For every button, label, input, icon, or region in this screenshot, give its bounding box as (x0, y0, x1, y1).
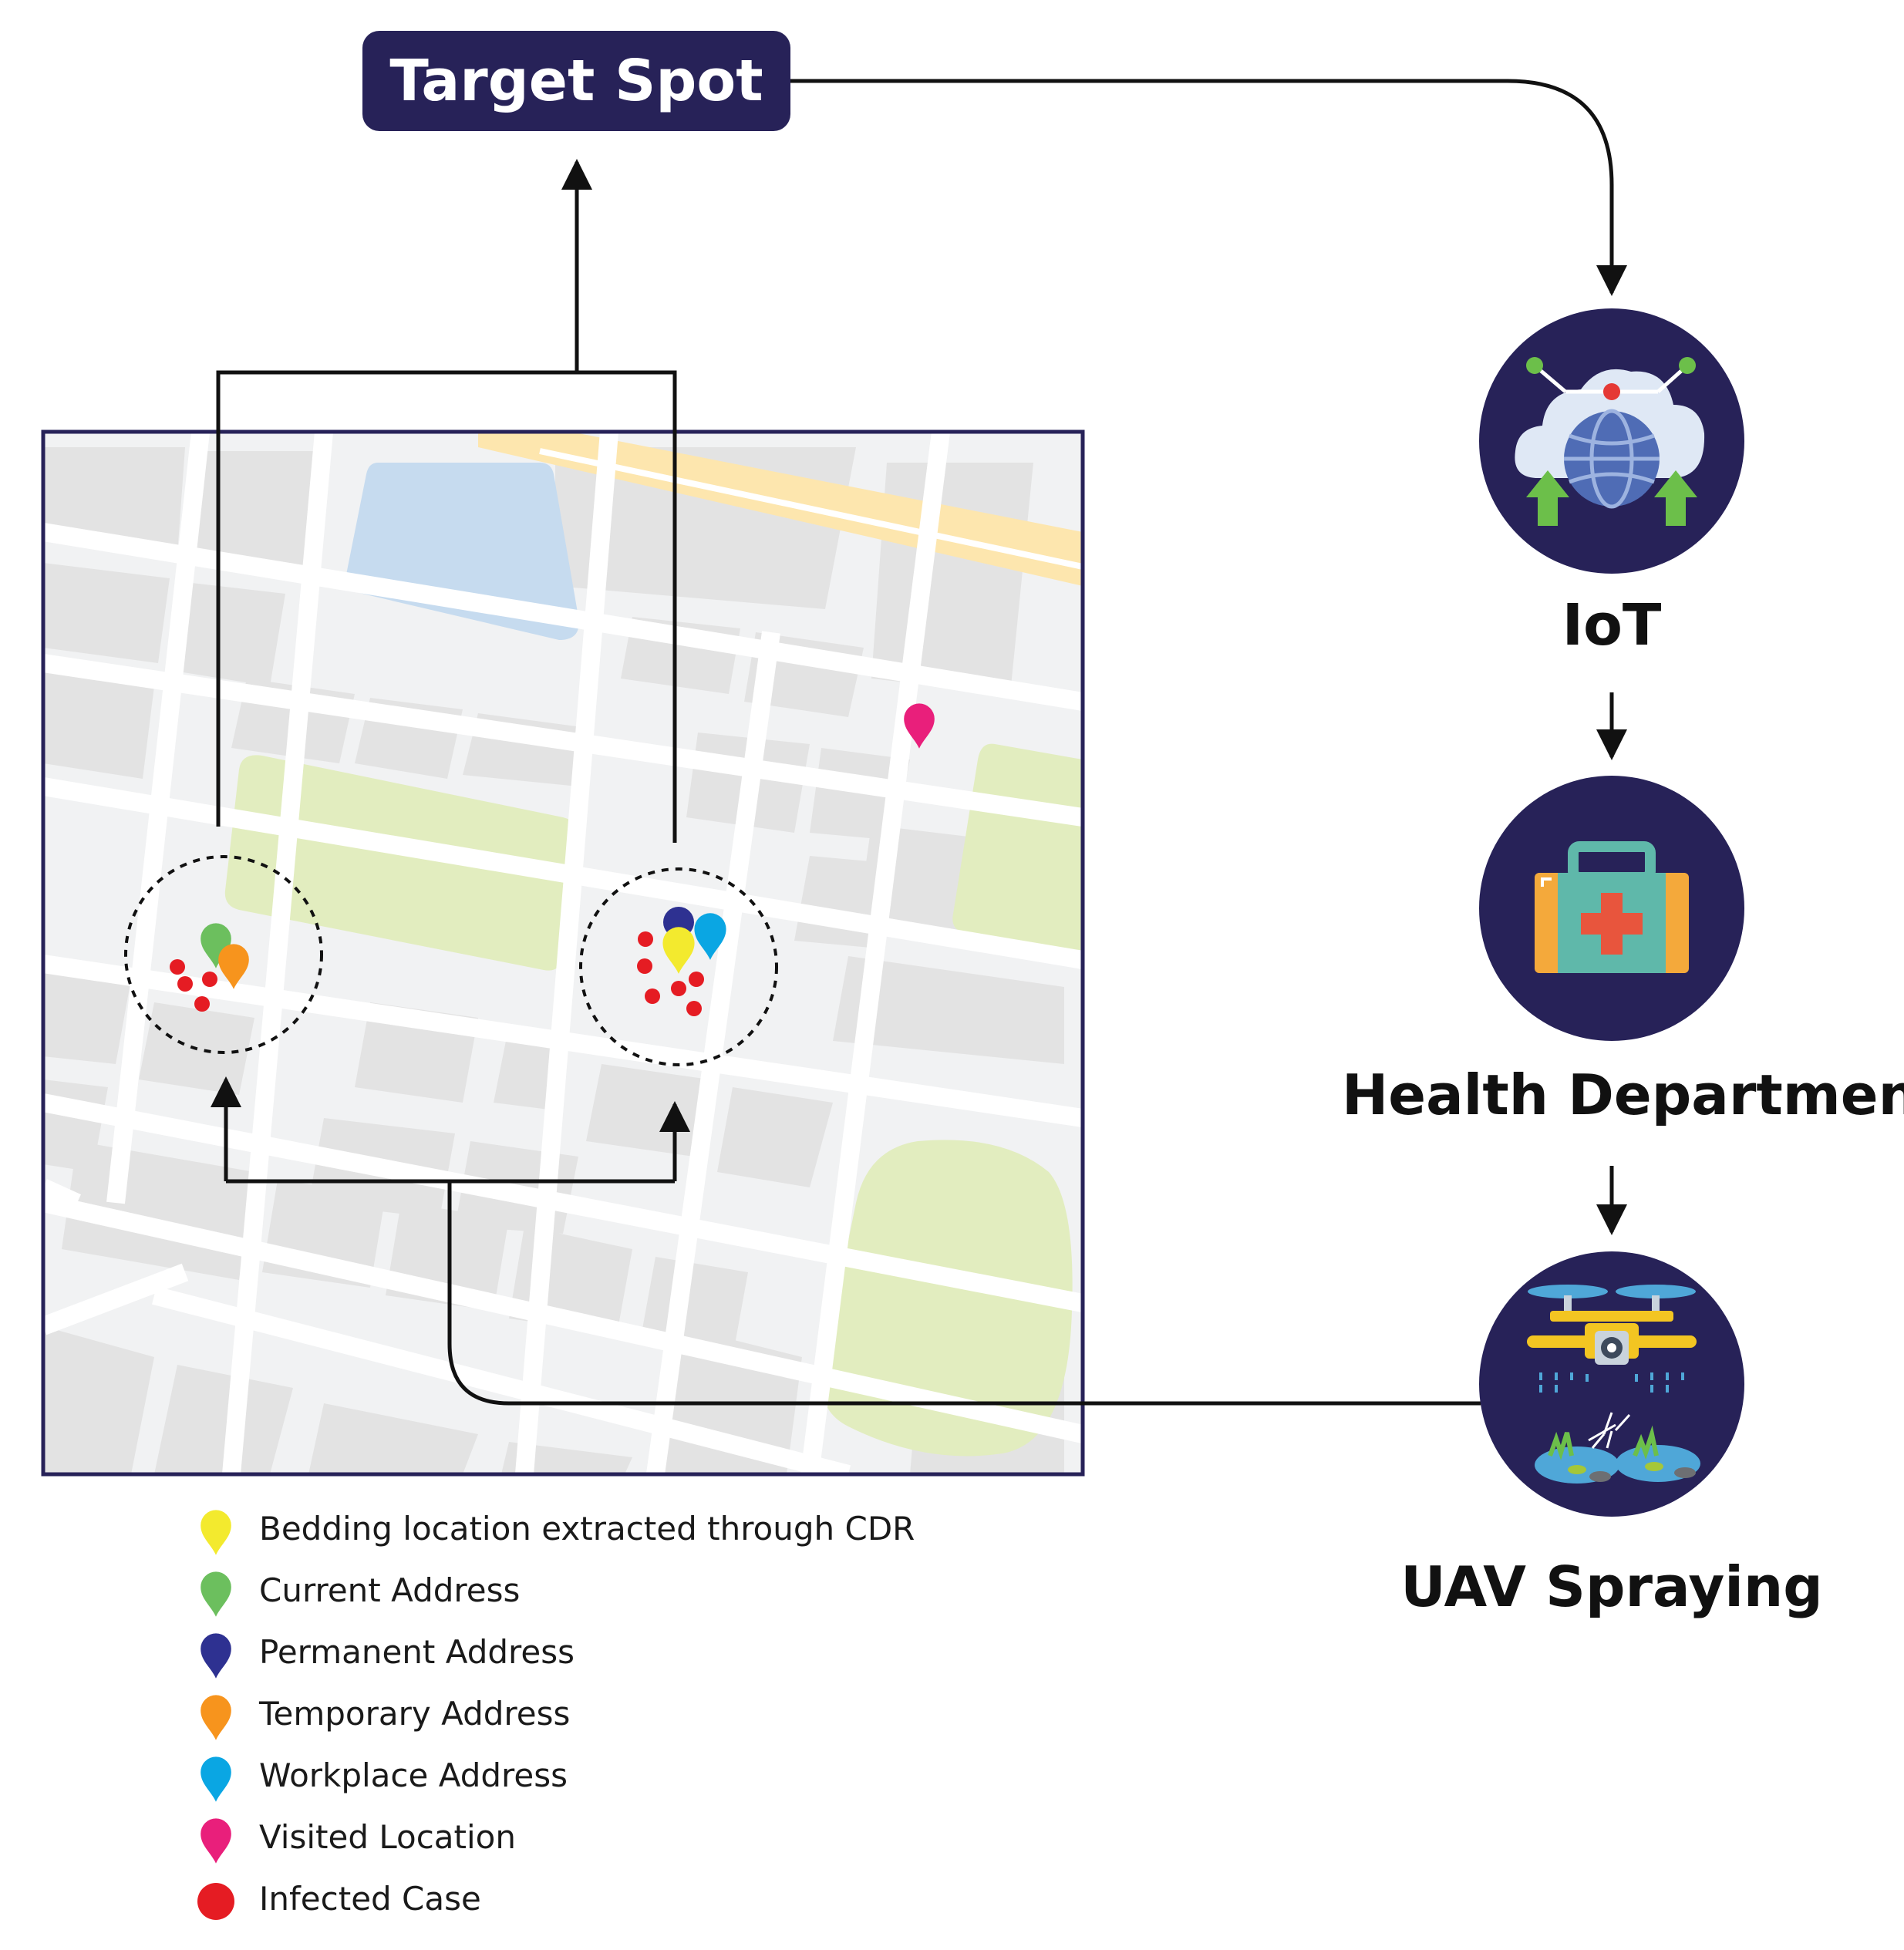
target-spot-background (362, 31, 790, 131)
cluster-right (579, 867, 778, 1066)
connectors (211, 79, 1627, 1406)
legend-label-infected: Infected Case (259, 1880, 481, 1918)
legend-yellow-pin-icon (201, 1510, 231, 1555)
legend-orange-pin-icon (201, 1695, 231, 1740)
infected-case (177, 976, 193, 992)
legend-label-workplace: Workplace Address (259, 1756, 568, 1794)
step-label-iot: IoT (1562, 592, 1662, 658)
city-map (41, 429, 1085, 1477)
cluster-left (124, 855, 323, 1054)
connector-uav-to-map (447, 1181, 1481, 1406)
infected-case (689, 972, 704, 987)
step-label-health-department: Health Department (1342, 1063, 1904, 1127)
infected-case (671, 981, 686, 996)
legend-label-current: Current Address (259, 1571, 521, 1609)
legend-label-temporary: Temporary Address (259, 1695, 571, 1733)
connector-clusters-to-target (216, 370, 677, 843)
cluster-right-ring (579, 867, 778, 1066)
arrow-target-to-iot (790, 79, 1627, 296)
infected-case (637, 958, 652, 974)
legend-green-pin-icon (201, 1571, 231, 1617)
infected-case (194, 996, 210, 1012)
legend-icons (197, 1510, 234, 1920)
infected-case (638, 931, 653, 947)
infected-case (686, 1001, 702, 1016)
legend-label-bedding: Bedding location extracted through CDR (259, 1510, 915, 1548)
legend-label-permanent: Permanent Address (259, 1633, 575, 1671)
infected-case (202, 972, 217, 987)
infected-case (170, 959, 185, 975)
park-3 (821, 1140, 1073, 1457)
legend-blue-pin-icon (201, 1633, 231, 1679)
infected-cases-right (637, 931, 704, 1016)
cluster-left-ring (124, 855, 323, 1054)
infected-cases-left (170, 959, 217, 1012)
target-spot-label: Target Spot (389, 48, 763, 114)
target-spot-box (362, 31, 790, 131)
legend-label-visited: Visited Location (259, 1818, 516, 1856)
map-roads (43, 432, 1083, 1474)
infected-case (645, 988, 660, 1004)
drone-spraying-icon (1479, 1251, 1744, 1517)
map-border (41, 429, 1085, 1477)
iot-cloud-globe-icon (1479, 308, 1744, 574)
step-label-uav-spraying: UAV Spraying (1400, 1554, 1823, 1619)
legend-red-dot-icon (197, 1883, 234, 1920)
first-aid-kit-icon (1479, 776, 1744, 1041)
legend-cyan-pin-icon (201, 1756, 231, 1802)
legend-pink-pin-icon (201, 1818, 231, 1864)
